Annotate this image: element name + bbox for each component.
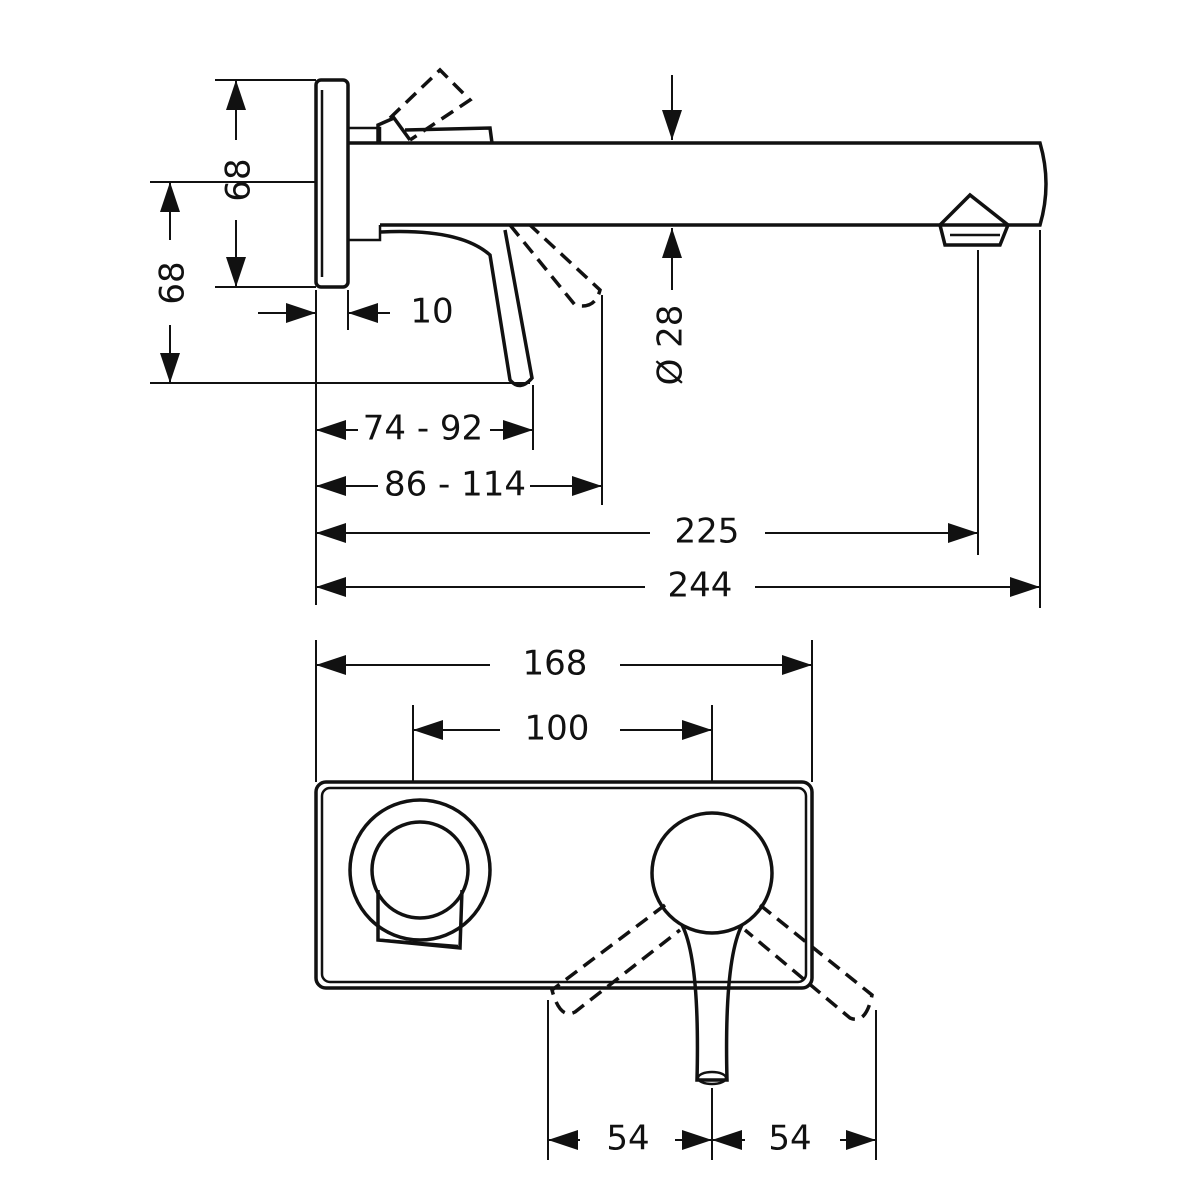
lever	[379, 229, 534, 388]
handle-top	[376, 115, 494, 144]
front-plate	[314, 780, 814, 990]
dim-aerator-projection: 225	[675, 512, 740, 552]
wall-plate	[314, 78, 350, 289]
dim-lever-swing-right: 54	[768, 1119, 811, 1159]
mixer-handle	[650, 811, 774, 935]
aerator	[938, 192, 1011, 247]
diverter-base-detail	[381, 938, 459, 948]
extension-lines	[315, 640, 877, 1160]
mixer-lever	[680, 924, 744, 1082]
dim-spout-diameter: Ø 28	[651, 305, 691, 386]
spout	[348, 141, 1048, 227]
lever-swing	[508, 223, 602, 308]
dim-lever-height: 68	[153, 261, 193, 304]
dim-plate-height: 68	[219, 158, 259, 201]
dim-lever-reach-min: 74 - 92	[363, 409, 483, 449]
handle-swing-top	[388, 67, 473, 142]
dim-lever-swing-left: 54	[606, 1119, 649, 1159]
front-plate-inner-edge	[320, 786, 808, 984]
lever-swing-left	[550, 903, 682, 1016]
diverter-ring	[348, 798, 492, 942]
front-view: 168 100 54 54	[314, 640, 877, 1160]
lever-swing-right	[743, 903, 874, 1021]
side-view: 68 68 10 74 - 92 86 - 114 225 244 Ø 28	[150, 67, 1048, 608]
dim-axis-spacing: 100	[525, 709, 590, 749]
diverter-knob	[370, 820, 470, 920]
spout-collar	[348, 126, 382, 242]
dim-lever-reach-max: 86 - 114	[384, 465, 526, 505]
dim-plate-depth: 10	[410, 292, 453, 332]
mixer-lever-tip	[696, 1070, 728, 1086]
dim-plate-width: 168	[523, 644, 588, 684]
dim-total-projection: 244	[668, 566, 733, 606]
extension-lines	[150, 79, 1041, 608]
